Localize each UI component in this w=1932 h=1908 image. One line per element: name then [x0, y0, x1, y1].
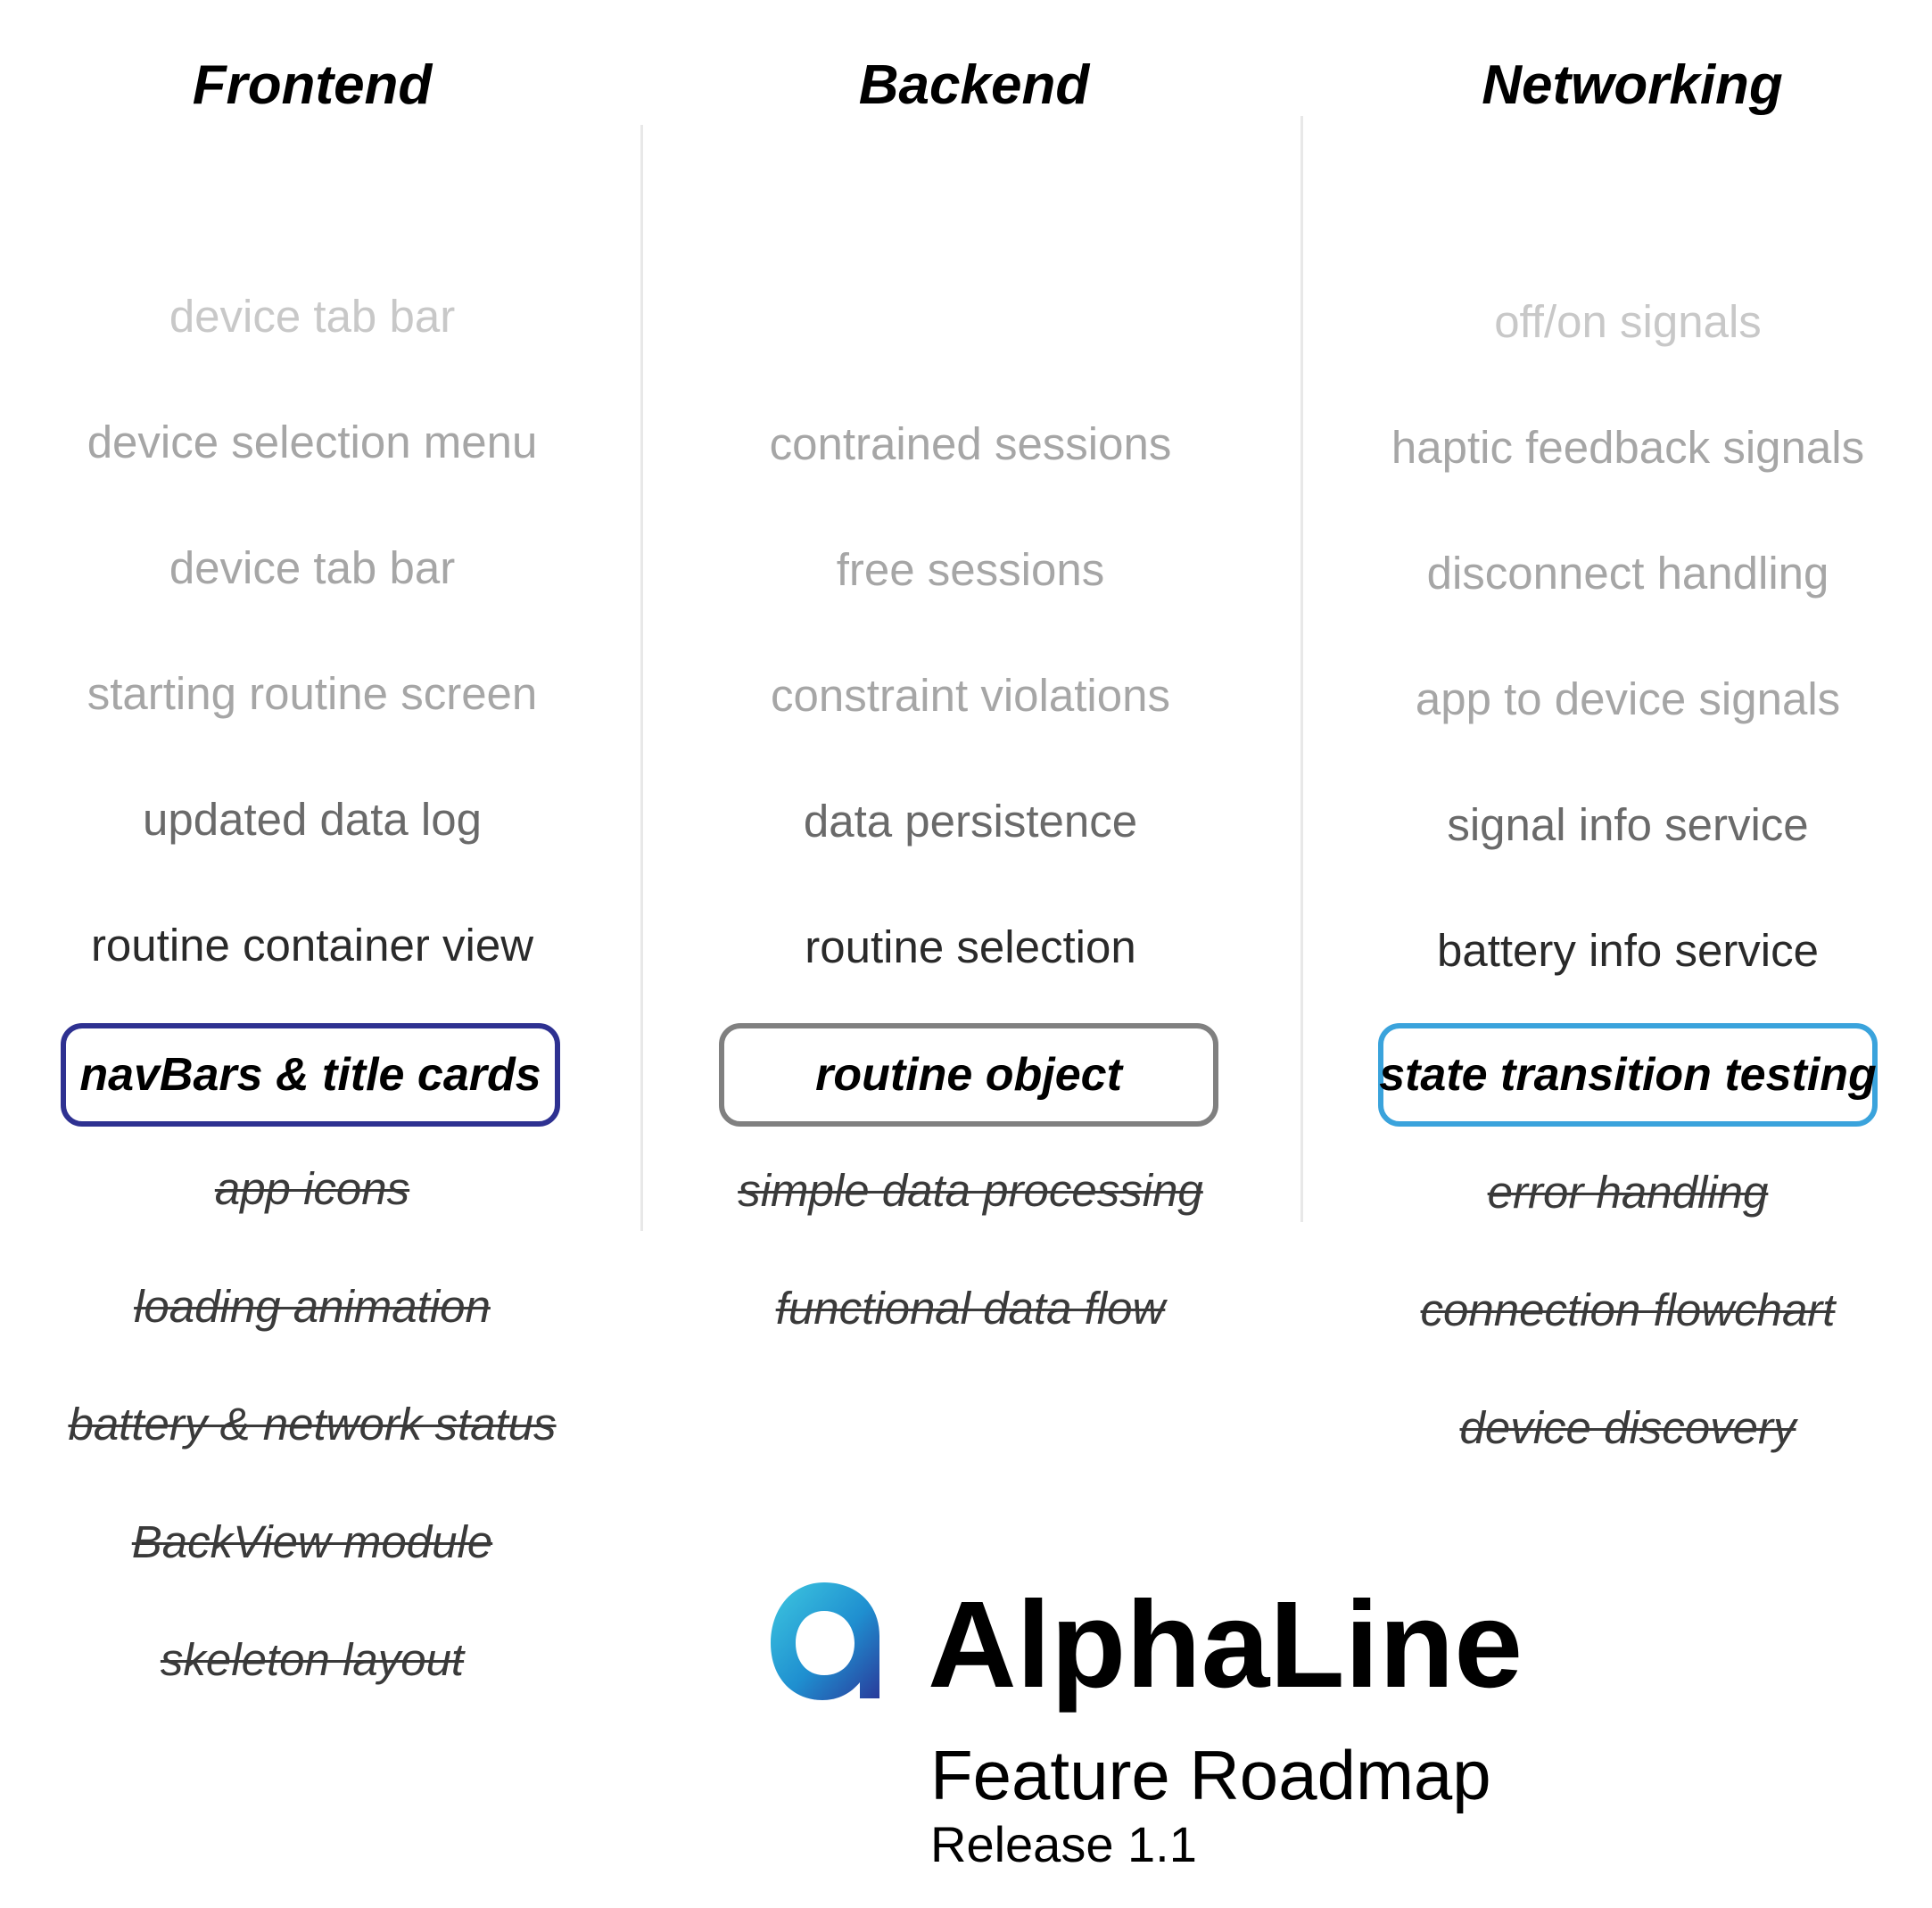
- frontend-planned-item: device tab bar: [169, 542, 456, 593]
- backend-planned-item: routine selection: [805, 921, 1136, 972]
- frontend-completed-item: battery & network status: [68, 1399, 557, 1450]
- roadmap-subtitle: Feature Roadmap: [930, 1736, 1491, 1814]
- frontend-planned-item: device tab bar: [169, 291, 456, 342]
- brand-name: AlphaLine: [928, 1576, 1523, 1714]
- networking-completed-item: connection flowchart: [1420, 1284, 1836, 1335]
- release-label: Release 1.1: [930, 1816, 1197, 1872]
- backend-column-title: Backend: [858, 54, 1090, 116]
- backend-planned-item: data persistence: [803, 796, 1138, 847]
- backend-completed-item: functional data flow: [775, 1283, 1166, 1334]
- networking-planned-item: off/on signals: [1494, 296, 1762, 347]
- column-divider-right: [1300, 116, 1303, 1222]
- backend-planned-item: contrained sessions: [769, 418, 1172, 469]
- networking-planned-item: disconnect handling: [1426, 548, 1829, 599]
- alphaline-logo-icon: [771, 1582, 879, 1700]
- networking-planned-item: battery info service: [1436, 925, 1820, 976]
- frontend-planned-item: routine container view: [90, 920, 534, 971]
- frontend-completed-item: skeleton layout: [160, 1634, 465, 1685]
- column-divider-left: [640, 125, 643, 1231]
- frontend-completed-item: BackView module: [131, 1516, 493, 1567]
- networking-completed-item: error handling: [1487, 1167, 1769, 1218]
- networking-planned-item: signal info service: [1447, 799, 1809, 850]
- networking-completed-item: device discovery: [1459, 1402, 1796, 1453]
- backend-completed-item: simple data processing: [738, 1165, 1203, 1216]
- networking-planned-item: haptic feedback signals: [1391, 422, 1865, 473]
- backend-planned-item: constraint violations: [771, 670, 1170, 721]
- frontend-planned-item: starting routine screen: [87, 668, 538, 719]
- frontend-completed-item: loading animation: [134, 1281, 491, 1332]
- backend-current-item: routine object: [719, 1023, 1218, 1127]
- frontend-column-title: Frontend: [192, 54, 433, 116]
- backend-planned-item: free sessions: [836, 544, 1105, 595]
- frontend-completed-item: app icons: [214, 1163, 410, 1214]
- networking-current-item: state transition testing: [1378, 1023, 1878, 1127]
- frontend-current-item: navBars & title cards: [61, 1023, 560, 1127]
- networking-column-title: Networking: [1482, 54, 1783, 116]
- frontend-planned-item: updated data log: [142, 794, 482, 845]
- networking-planned-item: app to device signals: [1415, 673, 1841, 724]
- frontend-planned-item: device selection menu: [87, 417, 538, 467]
